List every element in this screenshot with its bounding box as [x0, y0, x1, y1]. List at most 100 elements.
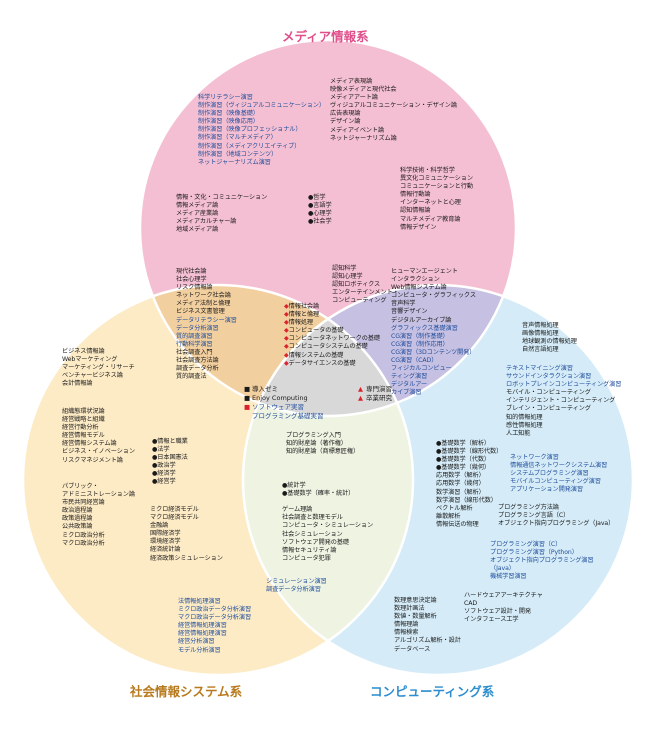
- legend-label: 導入ゼミ: [252, 385, 278, 393]
- course-item: 情報メディア論: [176, 202, 219, 210]
- media-title: メディア情報系: [282, 29, 369, 44]
- course-item: 質的調査法: [176, 373, 207, 381]
- course-list-media-blue-a: 科学リテラシー演習制作演習（ヴィジュアルコミュニケーション）制作演習（映像基礎）…: [198, 94, 325, 167]
- course-item: 制作演習（マルチメディア）: [198, 134, 277, 142]
- course-item: 科学リテラシー演習: [198, 94, 253, 101]
- course-list-social-blue: 法情報処理演習ミクロ政治データ分析演習マクロ政治データ分析演習経営情報処理演習経…: [178, 598, 251, 655]
- course-item: 認知情報論: [400, 207, 431, 215]
- course-item: ビジネス文書管理: [176, 308, 225, 316]
- course-item: 広告表現論: [330, 110, 361, 118]
- course-list-sc-blue: シミュレーション演習調査データ分析演習: [266, 578, 327, 594]
- course-item: 組織態環状況論: [62, 408, 105, 415]
- course-list-comp-black-b: 音声情報処理画像情報処理地球観測の情報処理自然言語処理: [522, 322, 577, 354]
- course-list-ms-black: 現代社会論社会心理学リスク情報論ネットワーク社会論メディア法制と倫理ビジネス文書…: [176, 268, 237, 381]
- center-overlap: [243, 285, 413, 416]
- course-item: 認知心理学: [332, 273, 363, 281]
- course-item: 社会心理学: [176, 276, 207, 284]
- course-item: 制作演習（地域コンテンツ）: [198, 150, 278, 158]
- course-item: ◆データサイエンスの基礎: [284, 359, 356, 367]
- course-item: インテリジェント・コンピューティング: [506, 397, 616, 405]
- course-item: モデル分析演習: [178, 646, 221, 654]
- course-item: 会計情報論: [62, 380, 93, 388]
- course-item: アルゴリズム解析・設計: [394, 637, 461, 645]
- course-list-media-black-a: メディア表現論映像メディアと現代社会メディアアート論ヴィジュアルコミュニケーショ…: [330, 78, 457, 143]
- course-item: 政治過程論: [62, 507, 93, 515]
- course-item: 経営情報モデル: [62, 432, 105, 440]
- course-list-mc-black-a: 認知科学認知心理学認知ロボティクスエンターテインメント・コンピューティング: [332, 265, 399, 305]
- course-item: 調査データ分析演習: [266, 586, 321, 594]
- course-item: ゲーム理論: [282, 506, 313, 514]
- course-item: 異文化コミュニケーション: [400, 175, 473, 183]
- course-item: 感性情報処理: [506, 421, 543, 429]
- course-item: グラフィックス基礎演習: [391, 324, 458, 332]
- course-item: 科学技術・科学哲学: [400, 167, 455, 174]
- course-item: ◆コンピュータの基礎: [284, 327, 344, 335]
- course-item: コンピュータ犯罪: [282, 554, 331, 562]
- course-item: カイブ演習: [391, 389, 422, 397]
- course-list-comp-blue-a: ネットワーク演習情報通信ネットワークシステム演習システムプログラミング演習モバイ…: [510, 454, 607, 494]
- course-item: 国際経済学: [150, 530, 181, 538]
- course-item: 数理意思決定論: [394, 597, 437, 604]
- course-item: 応用数学（解析）: [436, 472, 485, 480]
- course-item: CG演習（3Dコンテンツ開発）: [391, 348, 476, 356]
- course-item: マクロ政治データ分析演習: [178, 614, 252, 622]
- course-item: コミュニケーションと行動: [400, 183, 473, 191]
- course-item: ●政治学: [152, 462, 176, 470]
- course-item: 音声情報処理: [522, 322, 559, 329]
- legend-label: Enjoy Computing: [252, 394, 308, 402]
- course-list-sc-black: ●統計学●基礎数学（確率・統計） ゲーム理論社会調査と数理モデルコンピュータ・シ…: [282, 482, 373, 563]
- course-item: 自然言語処理: [522, 346, 559, 354]
- course-list-comp-blue-b: プログラミング演習（C）プログラミング演習（Python）オブジェクト指向プログ…: [490, 541, 594, 581]
- course-item: 数学演習（解析）: [436, 488, 485, 496]
- course-item: ●基礎数学（代数）: [436, 456, 490, 464]
- course-item: 知的財産論（商標意匠権）: [286, 448, 360, 456]
- course-item: 経営情報システム論: [62, 440, 117, 448]
- course-item: ◆コンピュータネットワークの基礎: [284, 335, 380, 343]
- course-item: オブジェクト指向プログラミング（Java）: [498, 520, 615, 528]
- course-item: 地域メディア論: [176, 226, 219, 234]
- course-item: ミクロ政治データ分析演習: [178, 606, 252, 614]
- course-item: 情報通信ネットワークシステム演習: [510, 462, 608, 470]
- course-item: コンピュータ・グラフィックス: [391, 292, 476, 300]
- course-item: Webマーケティング: [62, 356, 118, 364]
- course-item: CG演習（制作応用）: [391, 340, 449, 348]
- course-item: 応用数学（幾何）: [436, 480, 485, 488]
- course-item: パブリック・: [62, 483, 99, 490]
- course-item: Web情報システム論: [391, 284, 447, 292]
- legend-item: プログラミング基礎実習: [244, 412, 324, 421]
- course-item: 市民共同経営論: [62, 499, 105, 507]
- course-item: CAD: [464, 600, 478, 608]
- course-item: システムプログラミング演習: [510, 470, 589, 478]
- legend-label: プログラミング基礎実習: [252, 412, 324, 420]
- course-item: 機械学習演習: [490, 573, 527, 581]
- course-item: ビジネス情報論: [62, 348, 105, 355]
- course-item: エンターテインメント・: [332, 289, 399, 297]
- legend-label: 卒業研究: [366, 394, 392, 402]
- course-item: 法情報処理演習: [178, 598, 221, 605]
- course-item: 人工知能: [506, 429, 531, 437]
- course-item: 数学演習（線形代数）: [436, 496, 497, 504]
- course-item: ソフトウェア開発の基礎: [282, 538, 349, 546]
- course-item: 認知ロボティクス: [332, 281, 381, 289]
- course-item: 制作演習（映像基礎）: [198, 110, 259, 118]
- course-item: プログラミング言語（C）: [498, 512, 570, 520]
- course-item: メディア産業論: [176, 210, 219, 218]
- course-item: 金融論: [150, 522, 169, 530]
- course-list-media-black-c: 情報・文化・コミュニケーション情報メディア論メディア産業論メディアカルチャー論地…: [176, 194, 267, 234]
- course-item: ◆情報社会論: [284, 303, 320, 310]
- course-item: リスク情報論: [176, 284, 213, 292]
- course-item: ビジネス・イノベーション: [62, 448, 135, 456]
- course-item: 情報行動論: [400, 191, 431, 199]
- course-item: ●経営学: [152, 478, 176, 486]
- course-item: 社会調査方法論: [176, 357, 219, 365]
- course-item: ベクトル解析: [436, 504, 473, 512]
- course-item: インタフェース工学: [464, 616, 519, 624]
- social-title: 社会情報システム系: [130, 684, 243, 699]
- course-item: 情報・文化・コミュニケーション: [176, 194, 268, 201]
- course-item: ソフトウェア設計・開発: [464, 608, 531, 616]
- course-item: ●基礎数学（確率・統計）: [282, 490, 355, 498]
- course-item: インタラクション: [391, 276, 440, 284]
